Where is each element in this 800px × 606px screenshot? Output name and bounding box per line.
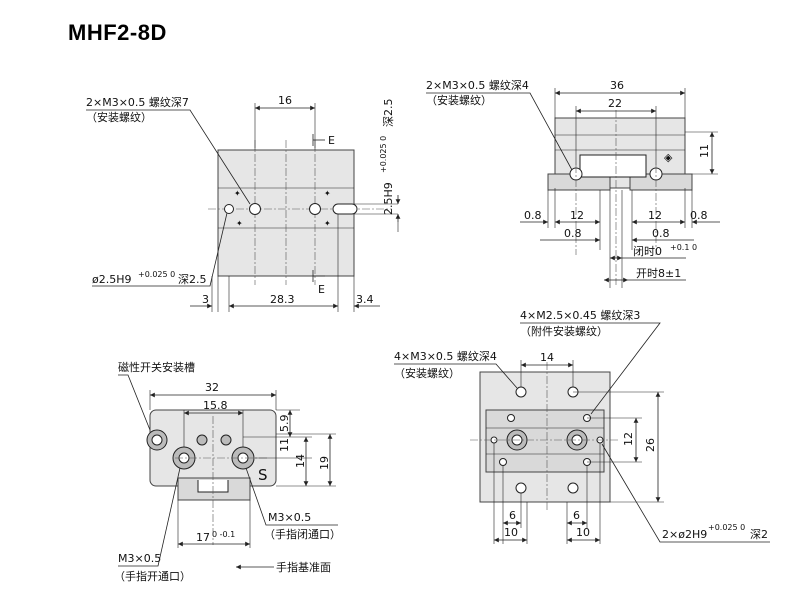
dim-5-9: 5.9: [278, 415, 291, 433]
mount-hole: [567, 482, 579, 494]
top-right-view: ◈ 36 22 11 2×M3×0.5 螺纹深4 （安装螺纹） 0.8: [426, 78, 720, 288]
callout-thread-note: （安装螺纹）: [426, 93, 492, 107]
top-left-view: ✦ ✦ ✦ ✦ 16 E E 2×M3×0.5 螺纹深7 （安装螺纹） ø2.5…: [86, 94, 401, 312]
section-e-top: E: [328, 134, 335, 147]
drawing-title: MHF2-8D: [68, 20, 167, 45]
dim-3: 3: [202, 293, 209, 306]
dim-19: 19: [318, 456, 331, 470]
dim-36: 36: [610, 79, 624, 92]
side-label-depth: 深2.5: [382, 99, 395, 128]
mount-hole: [309, 203, 321, 215]
switch-groove-label: 磁性开关安装槽: [118, 360, 195, 374]
dim-3-4: 3.4: [356, 293, 374, 306]
mount-hole: [515, 386, 527, 398]
dim-12: 12: [622, 432, 635, 446]
mark-cross: ✦: [324, 189, 331, 198]
mount-hole: [515, 482, 527, 494]
window-slot: [579, 154, 647, 178]
callout-pin-tol: +0.025 0: [708, 523, 745, 532]
dim-11: 11: [698, 144, 711, 158]
port-close-note: （手指闭通口）: [264, 527, 341, 541]
dim-11: 11: [278, 438, 291, 452]
callout-pin: 2×ø2H9: [662, 528, 707, 541]
dim-26: 26: [644, 438, 657, 452]
dim-10-right: 10: [576, 526, 590, 539]
dim-12-left: 12: [570, 209, 584, 222]
callout-thread: 2×M3×0.5 螺纹深7: [86, 95, 189, 109]
dim-0-8-left: 0.8: [524, 209, 542, 222]
callout-attach: 4×M2.5×0.45 螺纹深3: [520, 308, 640, 322]
dim-16: 16: [278, 94, 292, 107]
small-port: [196, 434, 208, 446]
attach-hole: [499, 458, 507, 466]
bottom-left-view: S 32 15.8 5.9 11 14 19 17 0 -0.1 磁性开关安装槽…: [114, 360, 341, 583]
slot-hole: [332, 203, 358, 215]
closed-label: 闭时0: [633, 245, 662, 258]
closed-tol: +0.1 0: [670, 243, 697, 252]
mount-hole: [249, 203, 261, 215]
bottom-right-view: 14 26 12 6 10 6 10 4×M2.5×0.45 螺纹深3 （附件安…: [394, 308, 770, 544]
callout-pin-depth: 深2: [750, 528, 768, 541]
attach-hole: [507, 414, 515, 422]
dim-17: 17: [196, 531, 210, 544]
callout-pin-tol: +0.025 0: [138, 270, 175, 279]
open-label: 开时8±1: [636, 267, 681, 280]
mark-cross: ✦: [324, 219, 331, 228]
port-open-label: M3×0.5: [118, 552, 161, 565]
dim-12-right: 12: [648, 209, 662, 222]
side-label: 2.5H9: [382, 182, 395, 215]
callout-mount-note: （安装螺纹）: [394, 366, 460, 380]
callout-pin-depth: 深2.5: [178, 273, 207, 286]
mark-cross: ✦: [234, 189, 241, 198]
callout-attach-note: （附件安装螺纹）: [520, 324, 608, 338]
finger-ref-label: 手指基准面: [276, 560, 331, 574]
mark-cross: ◈: [664, 151, 673, 164]
dim-14: 14: [540, 351, 554, 364]
dim-0-8-right: 0.8: [690, 209, 708, 222]
port-open-note: （手指开通口）: [114, 569, 191, 583]
section-e-bottom: E: [318, 283, 325, 296]
dim-10-left: 10: [504, 526, 518, 539]
port-close-label: M3×0.5: [268, 511, 311, 524]
callout-thread-note: （安装螺纹）: [86, 110, 152, 124]
dim-0-8-inner-right: 0.8: [652, 227, 670, 240]
small-port: [220, 434, 232, 446]
dim-14: 14: [294, 454, 307, 468]
dim-17-tol: 0 -0.1: [212, 530, 235, 539]
dim-15-8: 15.8: [203, 399, 228, 412]
dim-6-left: 6: [509, 509, 516, 522]
pin-hole: [224, 204, 234, 214]
mark-cross: ✦: [236, 219, 243, 228]
dim-6-right: 6: [573, 509, 580, 522]
dim-32: 32: [205, 381, 219, 394]
port-s: S: [258, 466, 268, 484]
side-label-tol: +0.025 0: [379, 136, 388, 173]
dim-0-8-inner-left: 0.8: [564, 227, 582, 240]
callout-thread: 2×M3×0.5 螺纹深4: [426, 78, 529, 92]
callout-mount: 4×M3×0.5 螺纹深4: [394, 349, 497, 363]
dim-22: 22: [608, 97, 622, 110]
dim-28-3: 28.3: [270, 293, 295, 306]
callout-pin: ø2.5H9: [92, 273, 132, 286]
